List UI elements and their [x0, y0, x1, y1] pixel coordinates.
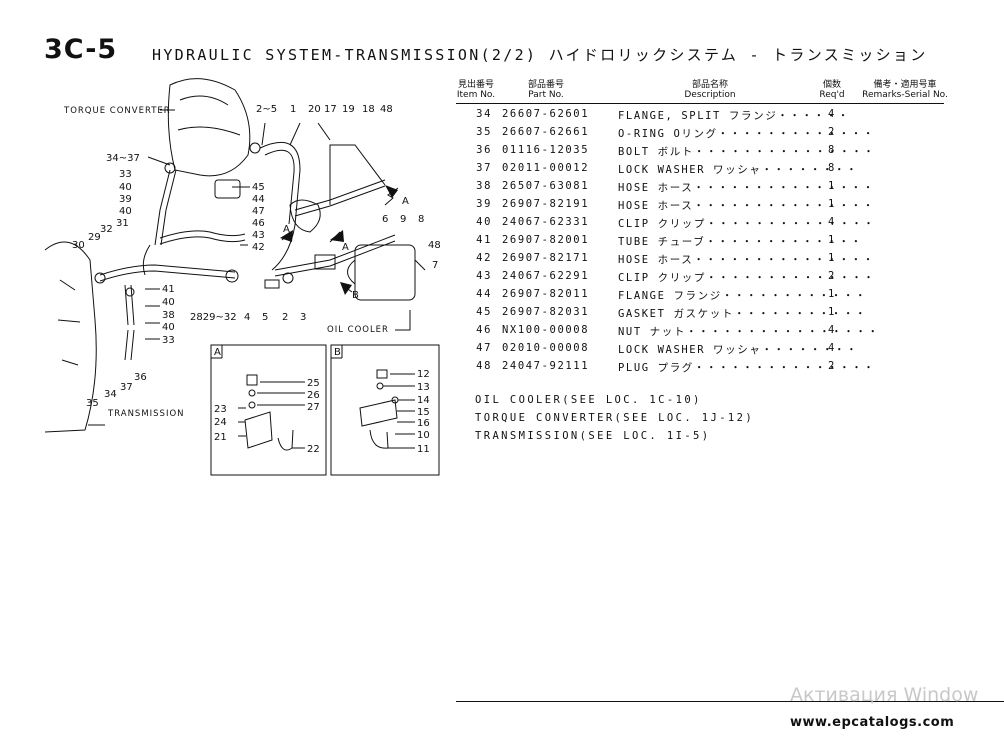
note-torque-converter: TORQUE CONVERTER(SEE LOC. 1J-12) [475, 412, 755, 424]
callout: 29 [88, 232, 101, 243]
callout: 40 [119, 182, 132, 193]
callout: 12 [417, 369, 430, 380]
exploded-diagram: TORQUE CONVERTER OIL COOLER TRANSMISSION… [44, 78, 440, 476]
callout: 45 [252, 182, 265, 193]
callout: 36 [134, 372, 147, 383]
callout: 41 [162, 284, 175, 295]
callout: 47 [252, 206, 265, 217]
callout: 34 [104, 389, 117, 400]
callout: 30 [72, 240, 85, 251]
label-torque-converter: TORQUE CONVERTER [63, 106, 171, 116]
callout: 13 [417, 382, 430, 393]
callout: 1 [290, 104, 296, 115]
callout: 11 [417, 444, 430, 455]
callout: 8 [418, 214, 424, 225]
callout: 3 [300, 312, 306, 323]
callout: 2~5 [256, 104, 277, 115]
callout: 5 [262, 312, 268, 323]
callout: 14 [417, 395, 430, 406]
callout: 22 [307, 444, 320, 455]
callout: 25 [307, 378, 320, 389]
page-title: HYDRAULIC SYSTEM-TRANSMISSION(2/2) ハイドロリ… [152, 46, 928, 64]
callout: 2829~32 [190, 312, 237, 323]
callout: 35 [86, 398, 99, 409]
callout: 48 [380, 104, 393, 115]
callout: 44 [252, 194, 265, 205]
callout: 21 [214, 432, 227, 443]
callout: 9 [400, 214, 406, 225]
header-rule [456, 103, 944, 104]
callout: 38 [162, 310, 175, 321]
inset-a-title: A [214, 347, 221, 358]
callout: 27 [307, 402, 320, 413]
callout: 34~37 [106, 153, 140, 164]
callout: 40 [119, 206, 132, 217]
callout: 32 [100, 224, 113, 235]
footer-rule [456, 701, 1004, 702]
page-code: 3C-5 [44, 34, 118, 65]
activation-watermark: Активация Window [790, 684, 979, 706]
callout: 24 [214, 417, 227, 428]
arrow-label-b: B [352, 290, 359, 301]
callout: 6 [382, 214, 388, 225]
callout: 37 [120, 382, 133, 393]
callout: 40 [162, 322, 175, 333]
inset-b-title: B [334, 347, 341, 358]
callout: 10 [417, 430, 430, 441]
callout: 26 [307, 390, 320, 401]
label-oil-cooler: OIL COOLER [327, 325, 389, 335]
callout: 48 [428, 240, 440, 251]
callout: 20 [308, 104, 321, 115]
callout: 7 [432, 260, 438, 271]
callout: 18 [362, 104, 375, 115]
callout: 15 [417, 407, 430, 418]
arrow-label-a: A [342, 242, 349, 253]
callout: 16 [417, 418, 430, 429]
callout: 40 [162, 297, 175, 308]
callout: 42 [252, 242, 265, 253]
callout: 4 [244, 312, 250, 323]
callout: 31 [116, 218, 129, 229]
label-transmission: TRANSMISSION [107, 409, 185, 419]
callout: 43 [252, 230, 265, 241]
arrow-label-a: A [402, 196, 409, 207]
callout: 39 [119, 194, 132, 205]
callout: 17 [324, 104, 337, 115]
arrow-label-a: A [283, 224, 290, 235]
note-transmission: TRANSMISSION(SEE LOC. 1I-5) [475, 430, 711, 442]
note-oil-cooler: OIL COOLER(SEE LOC. 1C-10) [475, 394, 702, 406]
callout: 33 [162, 335, 175, 346]
site-url: www.epcatalogs.com [790, 715, 955, 730]
callout: 33 [119, 169, 132, 180]
callout: 19 [342, 104, 355, 115]
callout: 46 [252, 218, 265, 229]
callout: 23 [214, 404, 227, 415]
callout: 2 [282, 312, 288, 323]
